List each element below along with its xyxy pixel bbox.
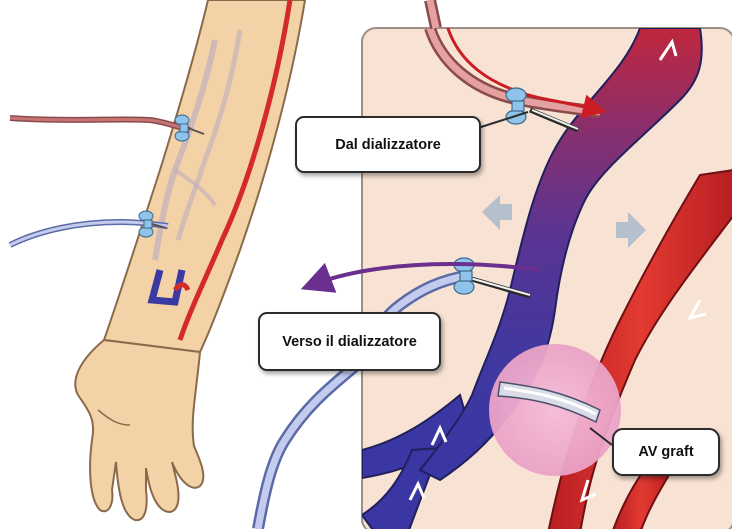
forearm bbox=[104, 0, 305, 352]
label-from-dialyzer: Dal dializzatore bbox=[295, 116, 481, 173]
graft-highlight-circle bbox=[489, 344, 621, 476]
label-to-dialyzer: Verso il dializzatore bbox=[258, 312, 441, 371]
hand bbox=[75, 340, 203, 520]
arm-illustration bbox=[10, 0, 305, 520]
label-av-graft: AV graft bbox=[612, 428, 720, 476]
